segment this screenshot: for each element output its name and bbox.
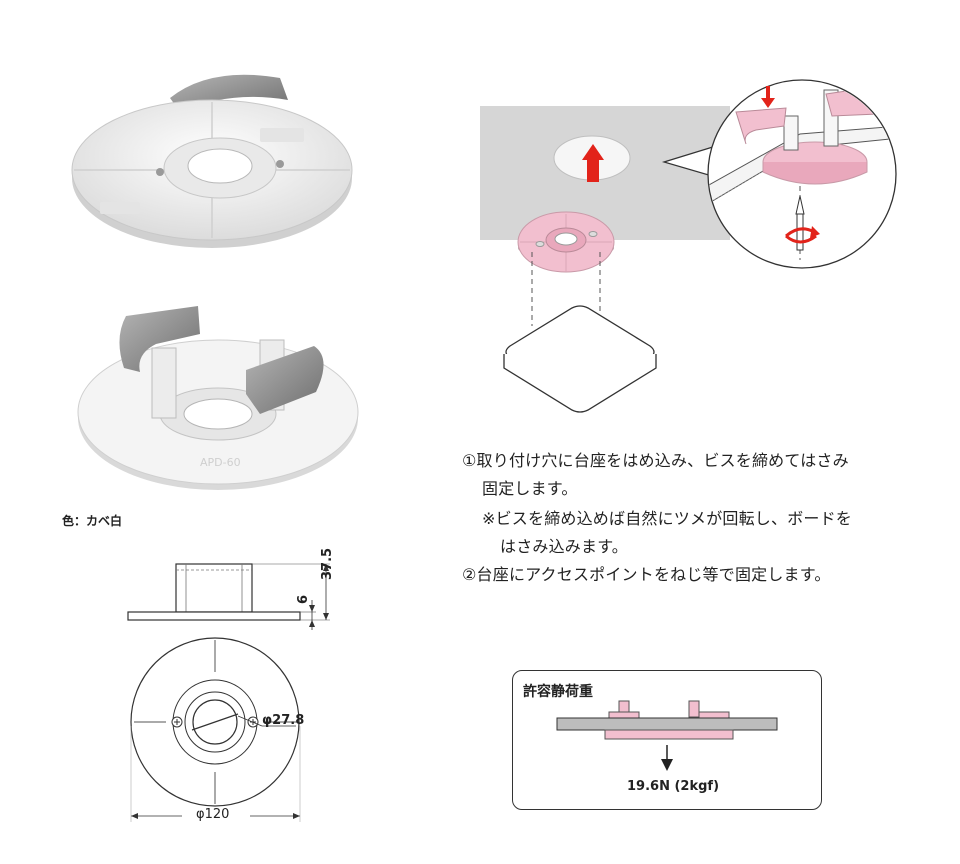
top-view-drawing: [130, 637, 301, 822]
note-line2: はさみ込みます。: [500, 537, 629, 556]
load-rating-box: 許容静荷重 19.6N (2kgf): [512, 670, 822, 810]
load-down-arrow-icon: [661, 759, 673, 771]
load-diagram: [556, 700, 778, 771]
svg-text:APD-60: APD-60: [200, 456, 241, 469]
rotate-arrow-icon: [785, 226, 820, 244]
step2: ②台座にアクセスポイントをねじ等で固定します。: [462, 565, 831, 584]
dim-outer-diameter: φ120: [196, 807, 230, 822]
step1-line1: ①取り付け穴に台座をはめ込み、ビスを締めてはさみ: [462, 451, 849, 470]
load-title: 許容静荷重: [523, 684, 593, 700]
installation-illustration: [480, 79, 897, 413]
product-photo-top: [71, 74, 353, 248]
down-arrow-icon: [761, 86, 775, 108]
side-view-drawing: [127, 563, 330, 630]
dim-height-total: 37.5: [320, 547, 335, 580]
product-photo-back: APD-60: [77, 306, 359, 490]
step1-line2: 固定します。: [482, 479, 578, 498]
note-line1: ※ビスを締め込めば自然にツメが回転し、ボードを: [482, 509, 853, 528]
dim-flange-thickness: 6: [296, 594, 311, 604]
load-value: 19.6N (2kgf): [627, 779, 720, 794]
up-arrow-icon: [582, 144, 604, 182]
color-caption: 色：カベ白: [62, 514, 123, 528]
dim-hole-diameter: φ27.8: [262, 713, 305, 728]
